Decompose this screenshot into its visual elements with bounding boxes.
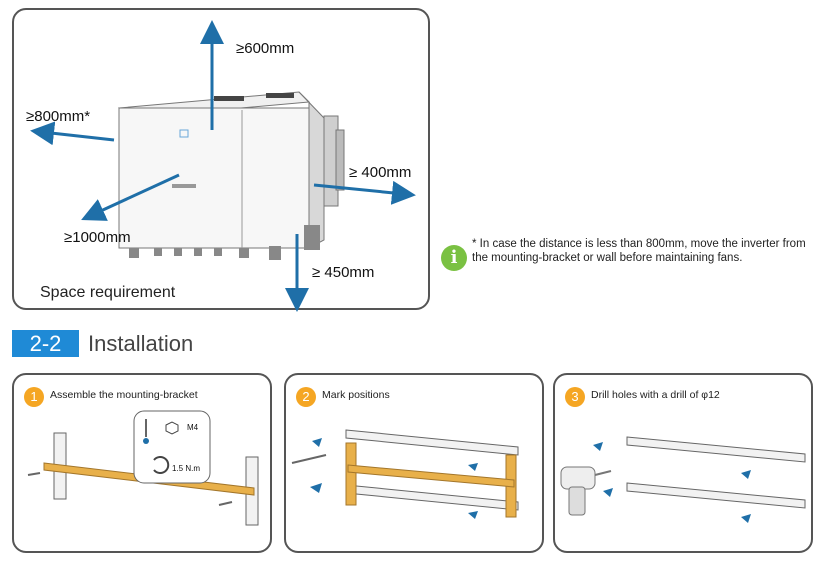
step-label: Assemble the mounting-bracket <box>50 389 198 401</box>
clearance-top-label: ≥600mm <box>236 40 295 57</box>
section-title: Installation <box>88 331 194 356</box>
clearance-bottom-label: ≥ 450mm <box>312 264 375 281</box>
step-number-badge: 3 <box>565 387 585 407</box>
bracket-assembly-illustration <box>27 410 259 526</box>
step-2-panel: 2 Mark positions <box>284 373 544 553</box>
drill-holes-illustration <box>560 436 806 523</box>
step-label: Mark positions <box>322 389 390 401</box>
step-number-badge: 1 <box>24 387 44 407</box>
clearance-front-label: ≥1000mm <box>64 229 131 246</box>
step-3-panel: 3 Drill holes with a drill of φ12 <box>553 373 813 553</box>
mark-positions-illustration <box>291 429 519 519</box>
clearance-right-label: ≥ 400mm <box>349 164 412 181</box>
info-icon: i <box>441 245 467 271</box>
inverter-illustration <box>30 20 416 312</box>
note-text: * In case the distance is less than 800m… <box>472 238 806 264</box>
clearance-left-label: ≥800mm* <box>26 108 91 125</box>
torque-label: 1.5 N.m <box>172 464 201 473</box>
step-label: Drill holes with a drill of φ12 <box>591 389 720 401</box>
screw-size-label: M4 <box>187 423 199 432</box>
step-number-badge: 2 <box>296 387 316 407</box>
space-requirement-panel: ≥600mm ≥800mm* ≥ 400mm ≥1000mm ≥ 450mm S… <box>12 8 430 312</box>
step-1-panel: 1 Assemble the mounting-bracket M4 1.5 N… <box>12 373 272 553</box>
space-requirement-title: Space requirement <box>40 284 176 301</box>
section-number: 2-2 <box>12 330 79 357</box>
